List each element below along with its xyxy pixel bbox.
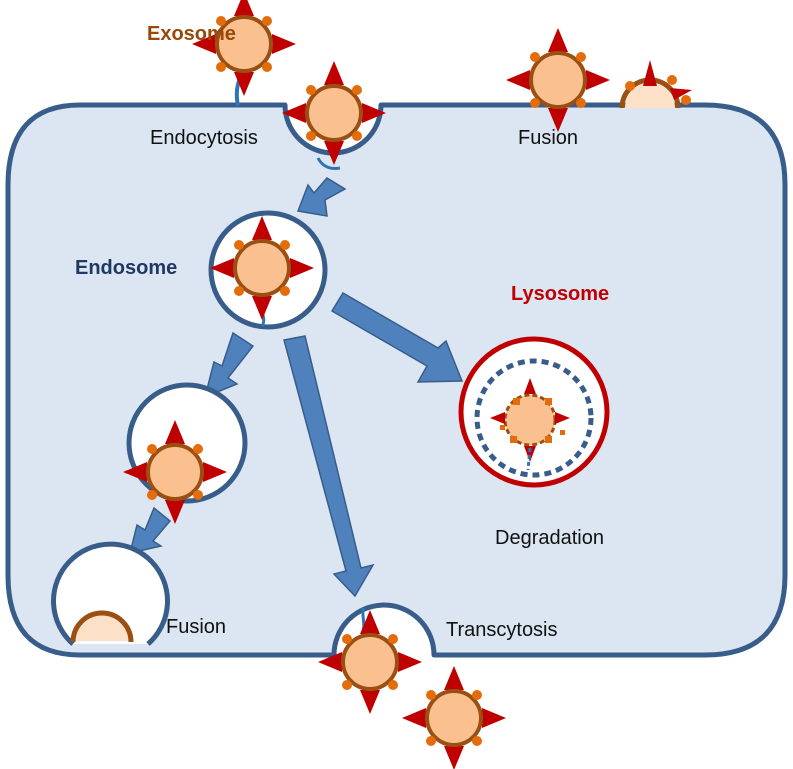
label-lysosome: Lysosome [511,283,609,305]
arrows [128,177,464,598]
cell-membrane [5,102,788,658]
label-fusion-top: Fusion [518,127,578,149]
fusion-vesicle [51,541,170,646]
label-endocytosis: Endocytosis [150,127,258,149]
endocytosis-pit [316,157,341,170]
label-endosome: Endosome [75,257,177,279]
arrow-endosome-to-transcytosis [283,335,375,598]
arrow-endosome-to-lysosome [330,291,464,383]
exosome-icon [400,664,508,769]
exosome-icon [190,0,298,98]
arrow-endocytosis-to-endosome [296,177,347,217]
arrow-endosome-to-vesicle [203,331,255,399]
degrading-exosome-icon [490,378,570,471]
label-fusion-bottom: Fusion [166,616,226,638]
label-exosome: Exosome [147,23,236,45]
fused-exosome-top [619,60,692,109]
label-degradation: Degradation [495,527,604,549]
arrow-vesicle-to-fusion [128,506,172,554]
label-transcytosis: Transcytosis [446,619,558,641]
